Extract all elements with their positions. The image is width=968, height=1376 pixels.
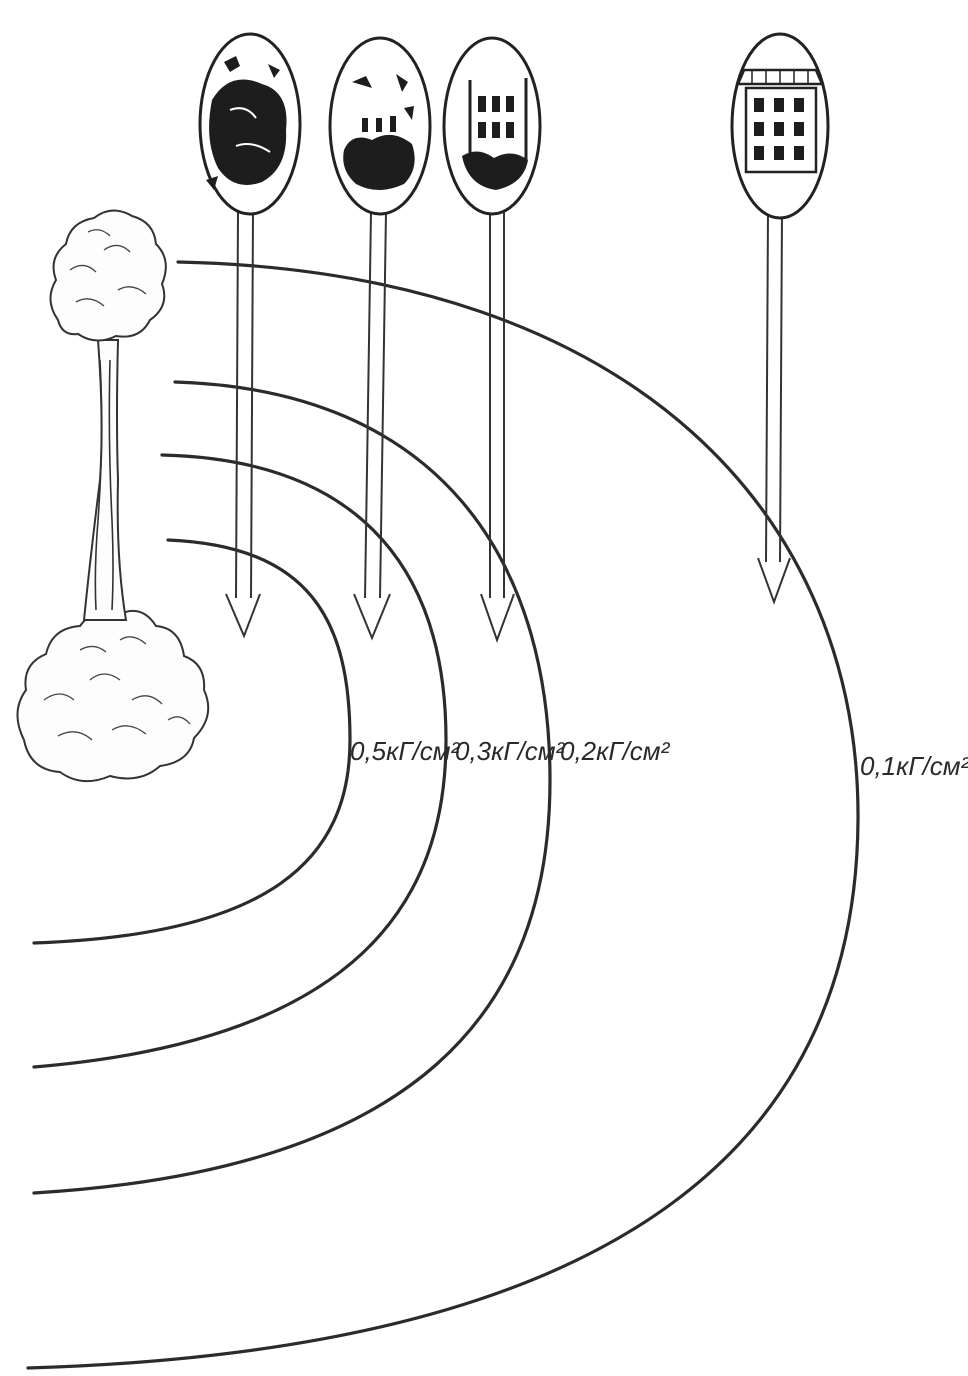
arrow-zone-2 xyxy=(354,212,390,638)
zone-label-0-1: 0,1кГ/см² xyxy=(860,751,968,781)
ruined-building-icon xyxy=(330,38,430,214)
zone-label-0-3: 0,3кГ/см² xyxy=(455,736,566,766)
zone-labels: 0,5кГ/см² 0,3кГ/см² 0,2кГ/см² 0,1кГ/см² xyxy=(350,736,968,781)
damaged-building-icon xyxy=(444,38,540,214)
mushroom-cloud-icon xyxy=(17,210,208,781)
rubble-icon xyxy=(200,34,300,214)
zone-label-0-5: 0,5кГ/см² xyxy=(350,736,461,766)
ring-0-1 xyxy=(28,262,858,1368)
intact-building-icon xyxy=(732,34,828,218)
pressure-rings xyxy=(28,262,858,1368)
zone-label-0-2: 0,2кГ/см² xyxy=(560,736,671,766)
arrow-zone-1 xyxy=(226,212,260,636)
